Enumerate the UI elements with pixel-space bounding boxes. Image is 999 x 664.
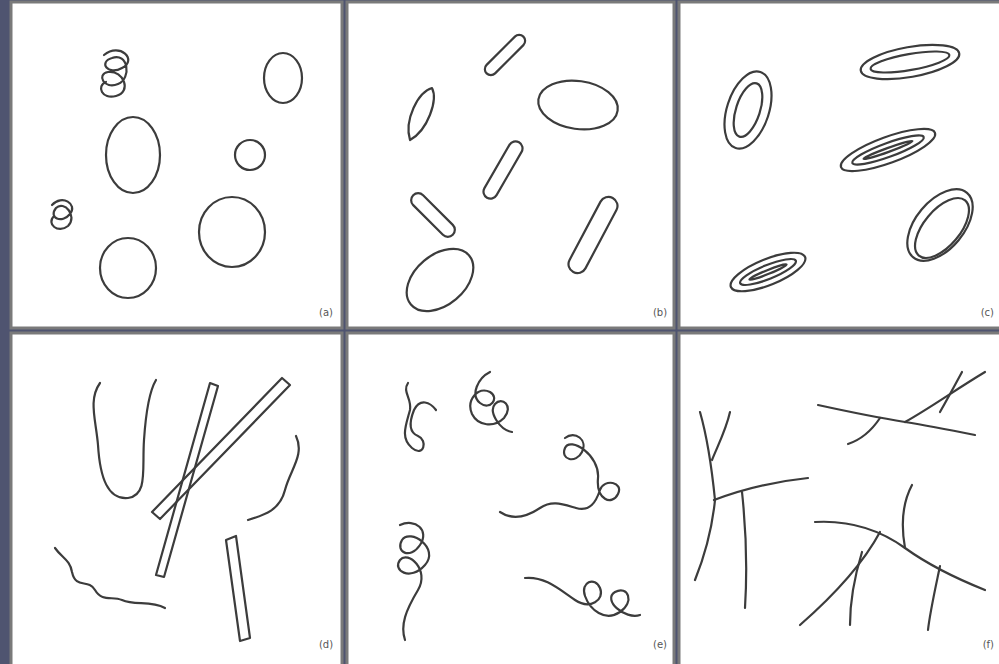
long-rod xyxy=(152,378,290,519)
looped-worm-sketches xyxy=(398,372,640,640)
lamellar-sketches xyxy=(716,39,986,299)
panel-e xyxy=(347,333,674,664)
worm xyxy=(55,548,165,608)
vesicle xyxy=(100,238,156,298)
panel-a xyxy=(11,2,342,328)
panel-b xyxy=(347,2,674,328)
branch xyxy=(903,485,912,548)
ellipse xyxy=(395,236,485,323)
vesicle-sketches xyxy=(51,50,302,298)
panel-letter: (e) xyxy=(652,639,668,650)
vesicle xyxy=(199,197,265,267)
looped-worm xyxy=(500,435,619,517)
branch xyxy=(815,522,985,590)
inner-shell xyxy=(869,47,951,77)
vesicle xyxy=(106,117,160,193)
outer-shell xyxy=(895,177,986,272)
panel-letter: (d) xyxy=(318,639,334,650)
panel-letter: (c) xyxy=(980,307,995,318)
vesicle xyxy=(264,53,302,103)
branch xyxy=(714,478,808,500)
branch xyxy=(905,372,985,422)
branch xyxy=(928,566,940,630)
long-rod xyxy=(226,536,250,641)
tangle xyxy=(101,50,128,96)
worm xyxy=(248,436,299,520)
looped-worm xyxy=(398,523,429,640)
inner-shell xyxy=(738,254,799,289)
branched-sketches xyxy=(695,372,985,630)
outer-shell xyxy=(716,65,781,154)
rod xyxy=(482,32,527,77)
rod xyxy=(481,139,525,201)
rod xyxy=(408,190,457,239)
ellipse xyxy=(535,76,621,135)
looped-worm xyxy=(405,383,436,451)
inner-shell xyxy=(850,130,926,169)
branch xyxy=(848,418,880,444)
teardrop xyxy=(409,88,434,140)
inner-shell xyxy=(749,263,788,282)
vesicle xyxy=(235,140,265,170)
panel-c xyxy=(679,2,999,328)
tangle xyxy=(51,200,72,229)
branch xyxy=(850,552,862,625)
branch xyxy=(818,405,975,435)
inner-shell xyxy=(863,139,913,161)
inner-shell xyxy=(905,189,979,267)
panel-grounds xyxy=(11,2,999,664)
outer-shell xyxy=(837,121,940,180)
branch xyxy=(712,412,730,460)
worm-sketches xyxy=(55,378,299,641)
rod-sketches xyxy=(395,32,621,323)
panel-letter: (f) xyxy=(982,639,995,650)
branch xyxy=(695,412,715,580)
inner-shell xyxy=(728,80,768,141)
rod xyxy=(565,194,620,277)
panel-letter: (a) xyxy=(318,307,334,318)
looped-worm xyxy=(470,372,512,432)
panel-f xyxy=(679,333,999,664)
branch xyxy=(742,492,746,608)
panel-d xyxy=(11,333,342,664)
long-rod xyxy=(156,383,218,577)
branch xyxy=(800,532,880,625)
outer-shell xyxy=(858,39,962,86)
worm xyxy=(94,380,156,498)
outer-shell xyxy=(726,245,810,299)
branch xyxy=(940,372,962,412)
panel-letter: (b) xyxy=(652,307,668,318)
looped-worm xyxy=(525,578,640,616)
